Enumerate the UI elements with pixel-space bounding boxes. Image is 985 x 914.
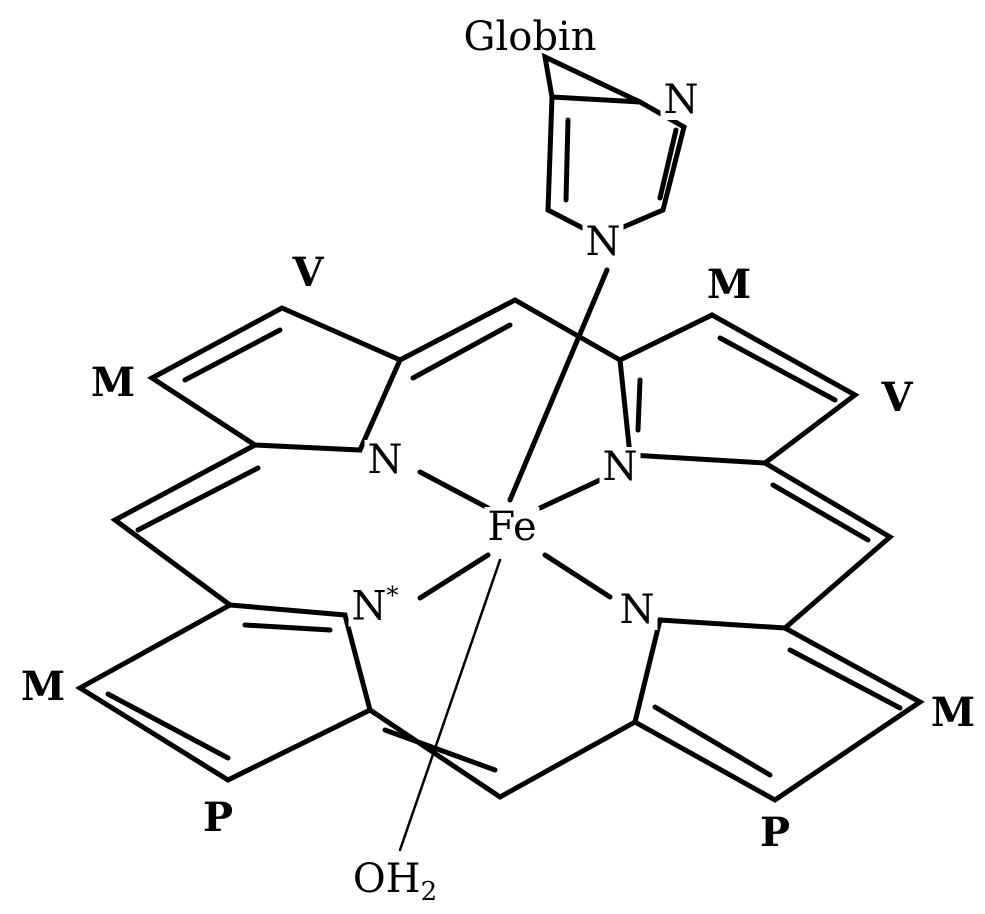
imidazole-n-bottom-label: N [582,222,624,262]
pyrrole-n-bottom-left-label: N* [348,581,402,630]
bond-lines [75,52,925,852]
globin-label: Globin [463,14,597,60]
water-ligand-subscript: 2 [420,877,438,907]
pyrrole-n-top-left-label: N [364,440,406,480]
pyrrole-n-bottom-left-text: N [351,583,387,630]
substituent-p-bottom-left: P [202,794,234,841]
pyrrole-n-top-right-label: N [599,447,641,487]
substituent-m-bottom-left: M [20,663,66,710]
pyrrole-n-bottom-left-mark: * [386,581,399,610]
pyrrole-n-bottom-right-label: N [616,590,658,630]
substituent-m-top-left: M [90,359,136,406]
substituent-v-top-right: V [881,374,913,421]
water-ligand-main: OH [352,856,421,902]
substituent-p-bottom-right: P [759,809,791,856]
substituent-m-top-right: M [706,261,752,308]
water-ligand-label: OH2 [349,856,441,907]
imidazole-n-top-label: N [660,80,702,120]
substituent-m-bottom-right: M [930,689,976,736]
iron-label: Fe [484,507,540,547]
substituent-v-top-left: V [292,249,324,296]
